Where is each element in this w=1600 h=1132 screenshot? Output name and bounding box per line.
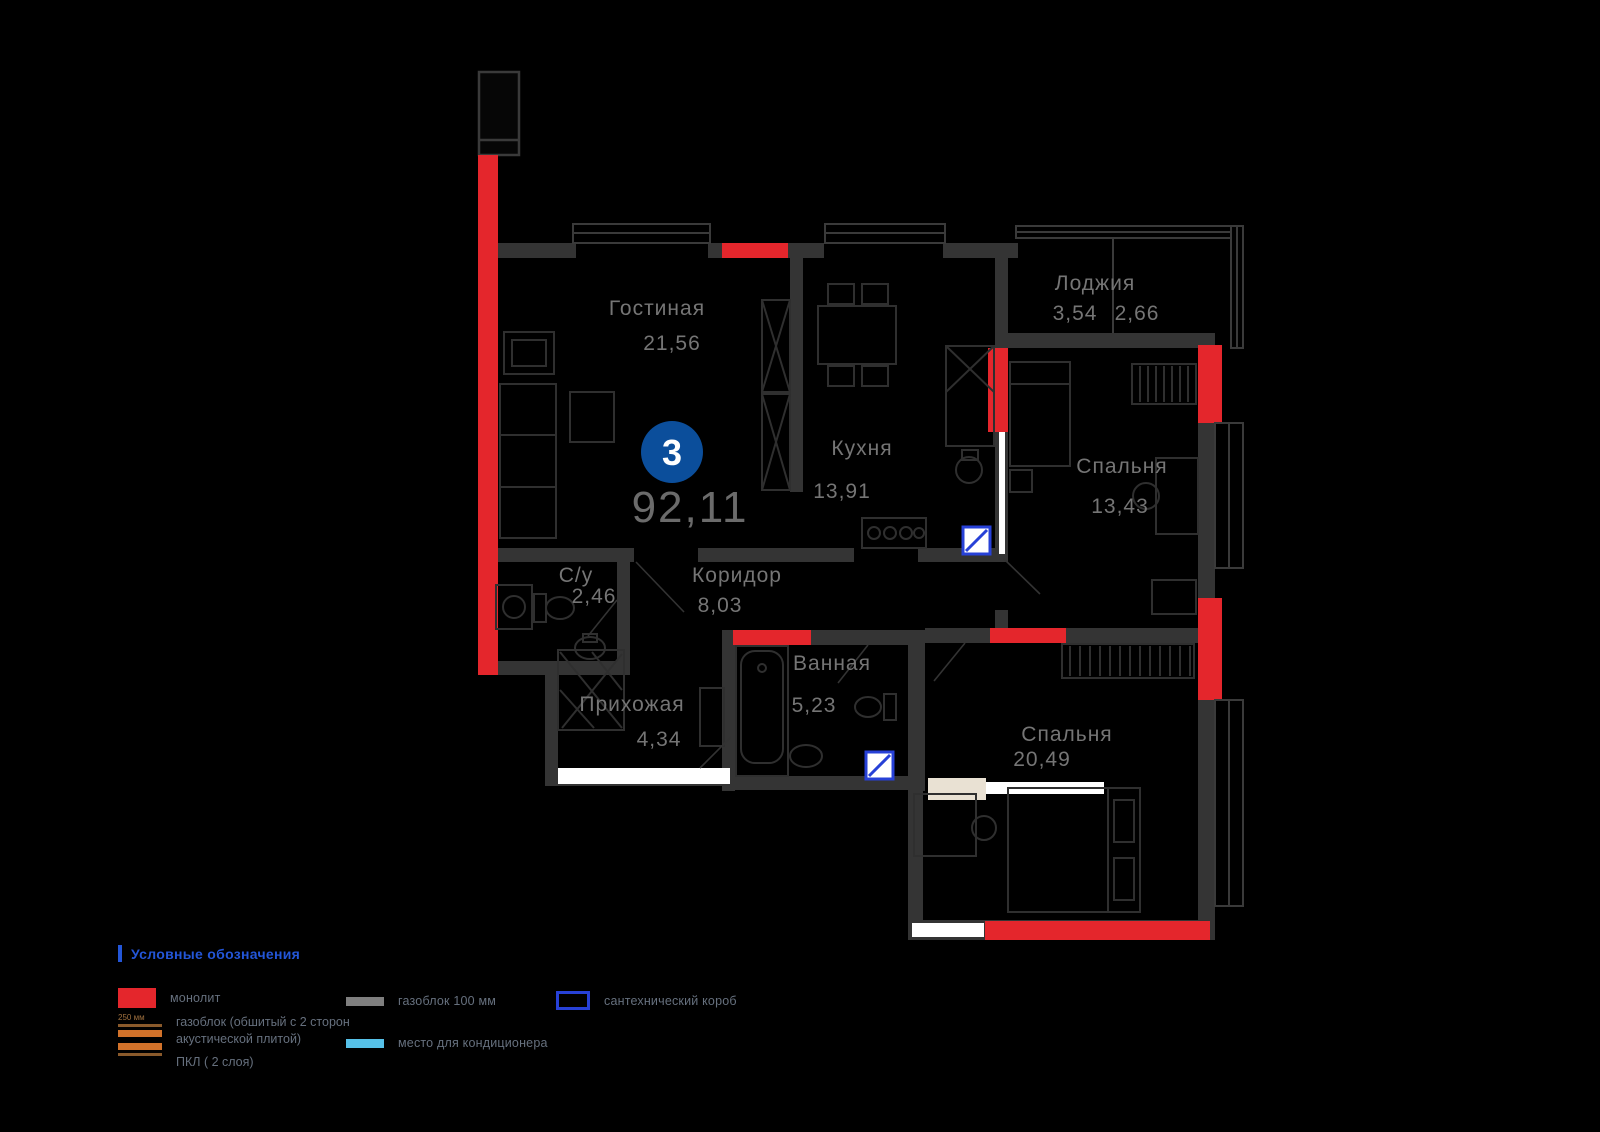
- legend-item-ac-place: место для кондиционера: [346, 1036, 548, 1050]
- gasblock-label: газоблок 100 мм: [398, 994, 497, 1008]
- room-label-kitchen: Кухня: [831, 437, 892, 460]
- acoustic-swatch: [118, 1024, 162, 1056]
- acoustic-labels: газоблок (обшитый с 2 сторон акустическо…: [176, 1014, 350, 1071]
- ac-place-label: место для кондиционера: [398, 1036, 548, 1050]
- room-label-loggia: Лоджия: [1055, 272, 1135, 295]
- acoustic-layer-thick: [118, 1030, 162, 1037]
- room-area-living: 21,56: [643, 332, 701, 355]
- acoustic-layer-thick: [118, 1043, 162, 1050]
- room-area-kitchen: 13,91: [813, 480, 871, 503]
- acoustic-label-pkl: ПКЛ ( 2 слоя): [176, 1054, 254, 1069]
- plumbing-box-swatch: [556, 991, 590, 1010]
- acoustic-layer-thin: [118, 1053, 162, 1056]
- monolith-walls: [478, 155, 1222, 940]
- monolith-swatch: [118, 988, 156, 1008]
- openings: [558, 432, 1104, 937]
- legend-title: Условные обозначения: [118, 945, 300, 962]
- furniture-bathroom: [735, 645, 897, 777]
- legend-item-plumbing-box: сантехнический короб: [556, 991, 737, 1010]
- door-swings: [587, 557, 1041, 769]
- room-area-corridor: 8,03: [698, 594, 743, 617]
- monolith-label: монолит: [170, 991, 221, 1005]
- total-area-label: 92,11: [632, 483, 749, 532]
- furniture-bedroom-2: [913, 643, 1195, 913]
- shaft: [477, 70, 521, 157]
- furniture-kitchen: [817, 283, 995, 549]
- room-area-loggia-a: 3,54: [1053, 302, 1098, 325]
- gasblock-swatch: [346, 996, 384, 1006]
- acoustic-label-line2: акустической плитой): [176, 1031, 302, 1046]
- legend-item-monolith: монолит: [118, 988, 221, 1008]
- room-label-bedroom-2: Спальня: [1021, 723, 1112, 746]
- room-label-hallway: Прихожая: [579, 693, 684, 716]
- room-area-bedroom-2: 20,49: [1013, 748, 1071, 771]
- windows: [572, 223, 1244, 907]
- furniture-wc: [495, 584, 606, 660]
- furniture-bedroom-1: [1009, 361, 1199, 615]
- acoustic-layer-thin: [118, 1024, 162, 1027]
- room-label-bedroom-1: Спальня: [1076, 455, 1167, 478]
- plumbing-box-label: сантехнический короб: [604, 993, 737, 1008]
- plumbing-box-icon: [864, 525, 992, 781]
- legend-title-text: Условные обозначения: [131, 945, 301, 962]
- room-area-wc: 2,46: [572, 585, 617, 608]
- legend-title-bar: [118, 945, 122, 962]
- apartment-badge: 3: [641, 421, 703, 483]
- furniture-hallway: [557, 649, 725, 747]
- room-area-bedroom-1: 13,43: [1091, 495, 1149, 518]
- room-label-living: Гостиная: [609, 297, 705, 320]
- room-label-wc: С/у: [559, 564, 594, 587]
- legend-item-gasblock: газоблок 100 мм: [346, 994, 496, 1008]
- furniture-living: [499, 299, 791, 539]
- acoustic-label-line1: газоблок (обшитый с 2 сторон: [176, 1015, 350, 1029]
- badge-room-count: 3: [662, 432, 682, 473]
- room-label-corridor: Коридор: [692, 564, 782, 587]
- room-area-hallway: 4,34: [637, 728, 682, 751]
- room-area-bathroom: 5,23: [792, 694, 837, 717]
- acoustic-dim-label: 250 мм: [118, 1013, 145, 1022]
- legend-item-acoustic: 250 мм газоблок (обшитый с 2 сторон акус…: [118, 1014, 350, 1071]
- ac-place-swatch: [346, 1038, 384, 1048]
- room-area-loggia-b: 2,66: [1115, 302, 1160, 325]
- room-label-bathroom: Ванная: [793, 652, 871, 675]
